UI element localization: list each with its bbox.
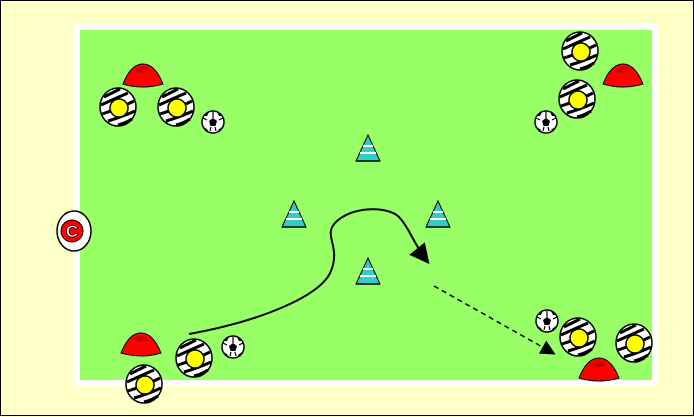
coach-icon: C — [57, 211, 91, 251]
player-icon — [158, 88, 194, 126]
player-icon — [559, 80, 595, 118]
player-icon — [560, 318, 596, 356]
player-icon — [176, 339, 212, 377]
ball-icon — [535, 111, 557, 133]
ball-icon — [536, 310, 558, 332]
player-icon — [100, 88, 136, 126]
player-icon — [562, 32, 598, 70]
player-icon — [126, 365, 162, 403]
coach-label: C — [66, 222, 78, 241]
ball-icon — [202, 111, 224, 133]
player-icon — [616, 324, 652, 362]
ball-icon — [222, 336, 244, 358]
